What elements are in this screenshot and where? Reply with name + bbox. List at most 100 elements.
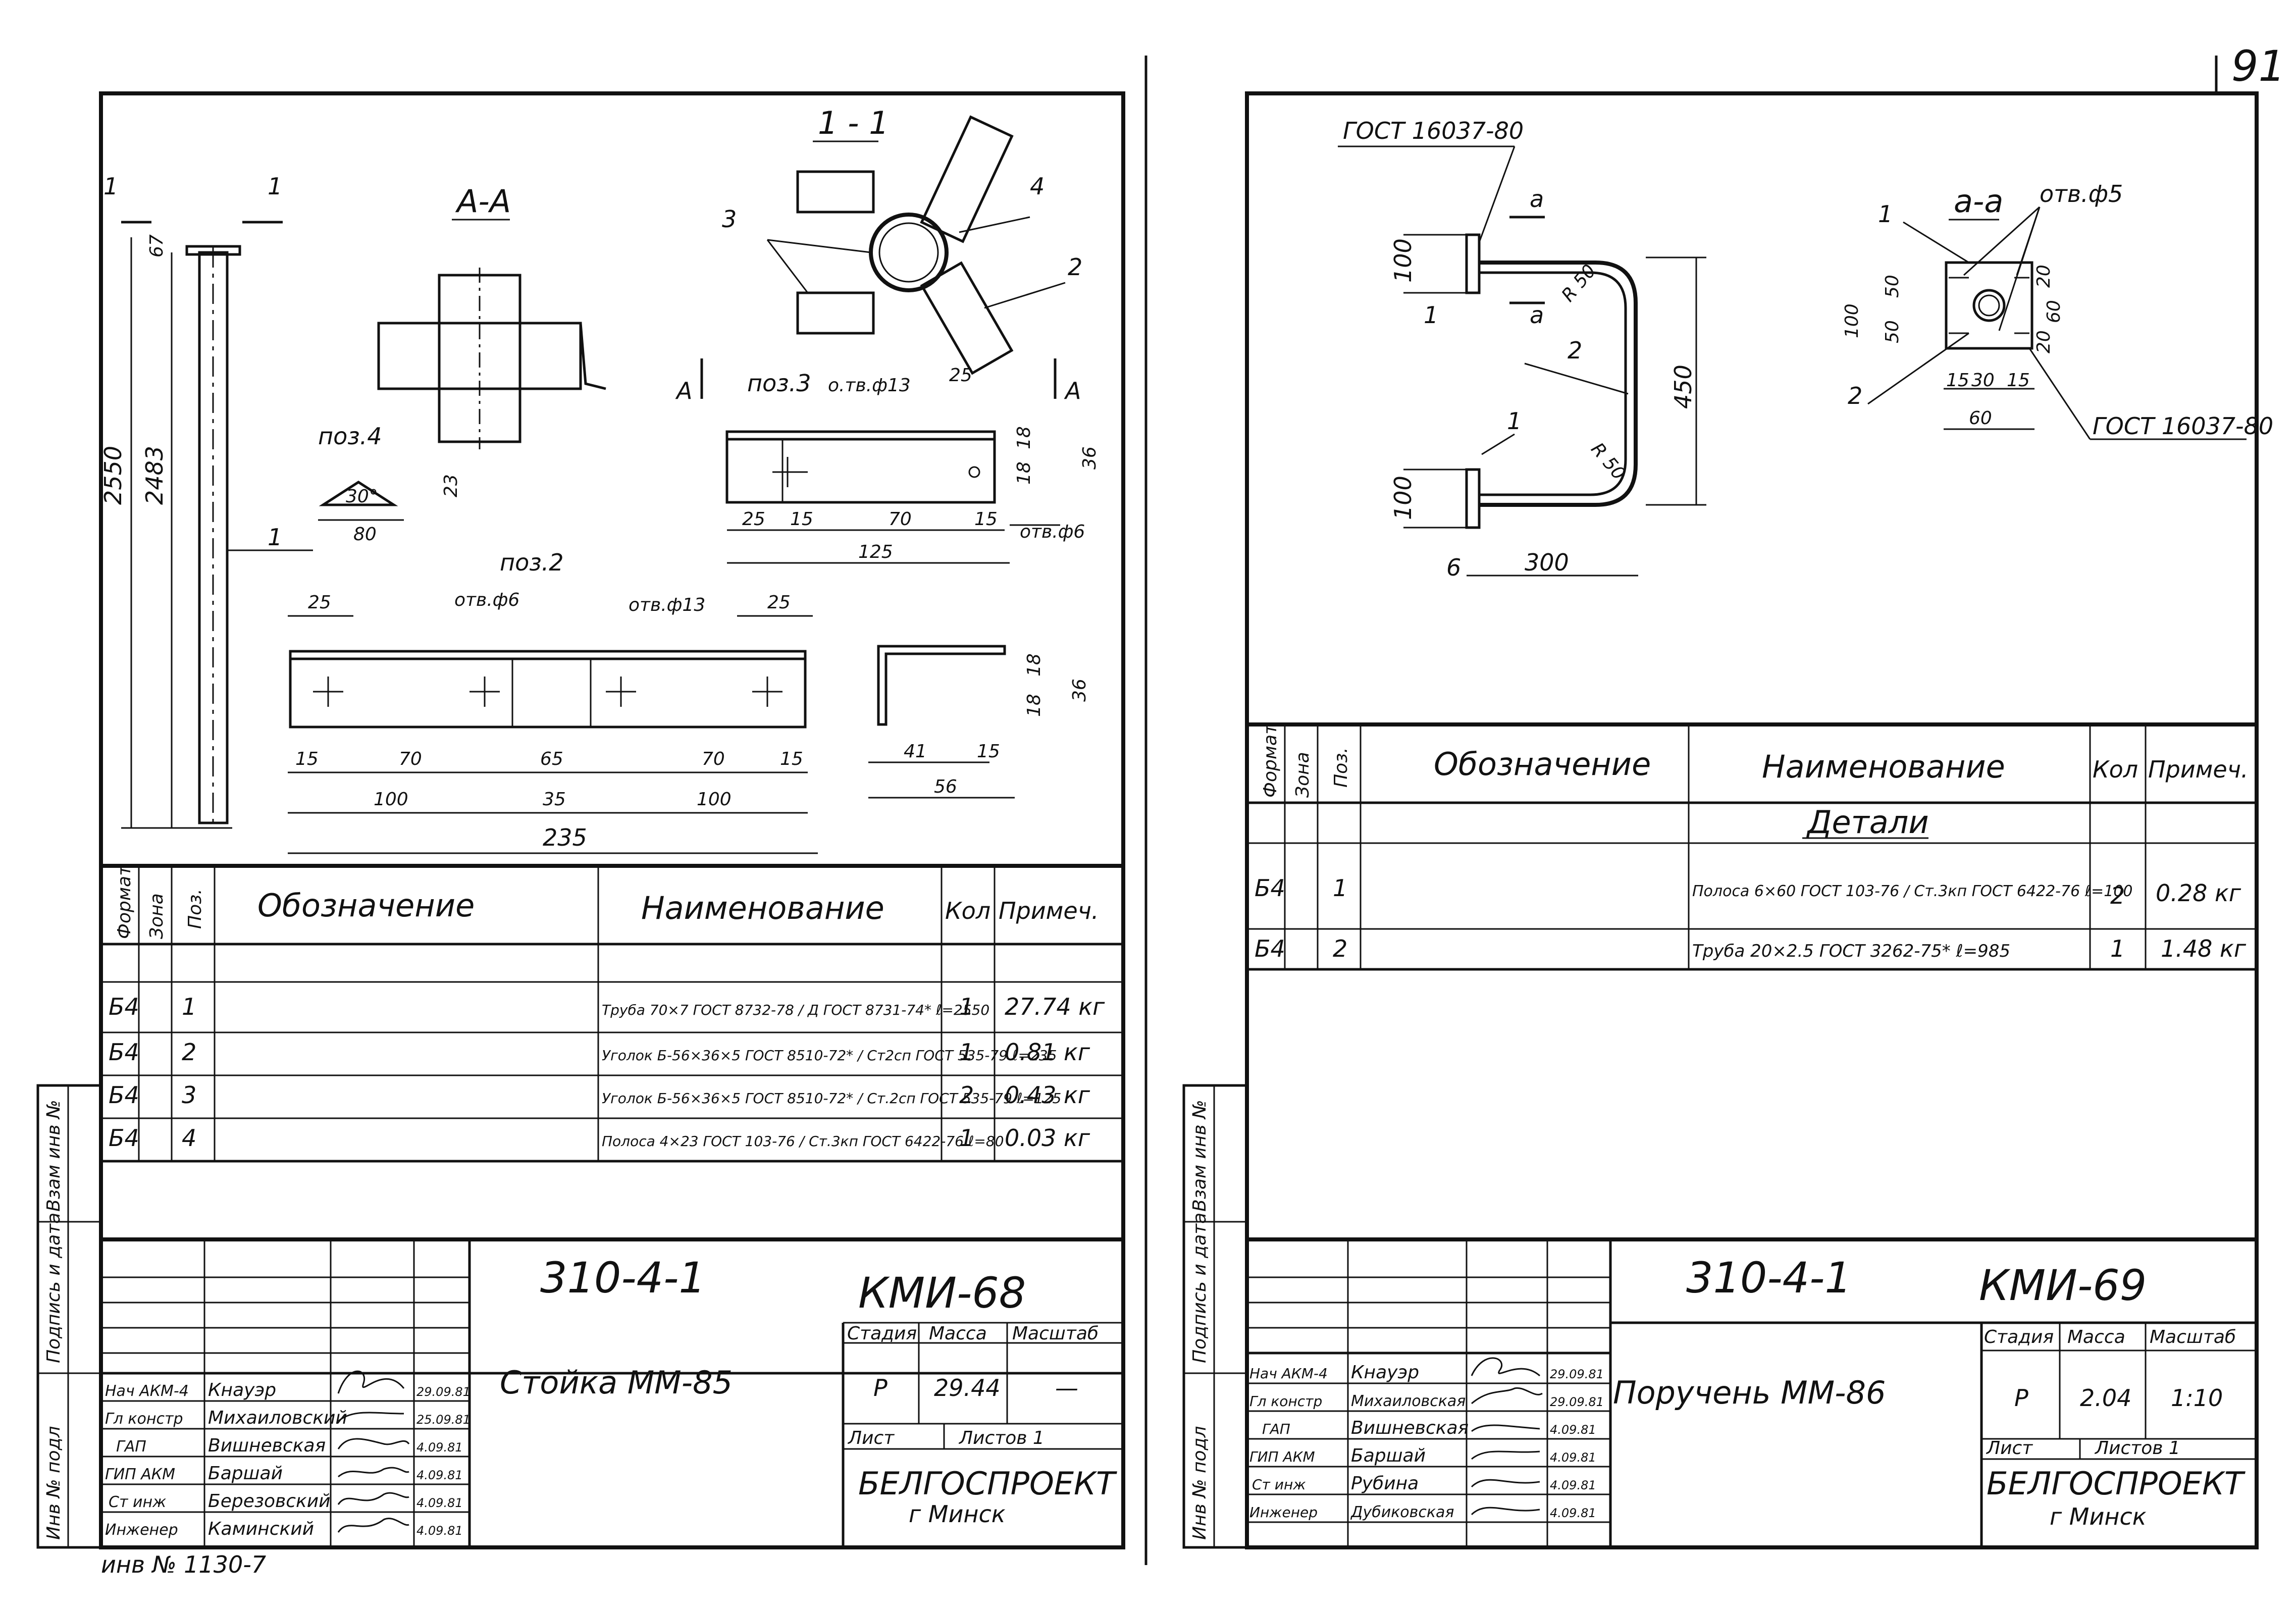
section-11-plate-upper <box>920 115 1014 243</box>
right-hdr-designation: Обозначение <box>1434 746 1651 783</box>
left-signatures: Нач АКМ-4 Кнауэр 29.09.81 Гл констр Миха… <box>105 1370 471 1539</box>
right-doc-number: 310-4-1 <box>1686 1253 1852 1303</box>
rd-detail-pos1: 1 <box>1878 200 1893 228</box>
left-title-block: 310-4-1 КМИ-68 Стойка ММ-85 Стадия Масса… <box>101 1237 1123 1547</box>
rd-plate-detail <box>1945 261 2033 350</box>
signature-mark <box>1471 1387 1543 1405</box>
sheet-right: Инв № подл Подпись и дата Взам инв № ГОС… <box>1182 91 2273 1549</box>
left-sheet-code: КМИ-68 <box>858 1268 1026 1318</box>
p3-dim-15b: 15 <box>974 509 998 530</box>
right-title: Поручень ММ-86 <box>1613 1374 1886 1411</box>
rd-dim-450: 450 <box>1669 365 1697 409</box>
rd-dim-1: 1 <box>1424 301 1438 329</box>
right-stage-label: Стадия <box>1984 1327 2054 1347</box>
rd-dim-300: 300 <box>1525 549 1569 576</box>
rd-r50-top: R 50 <box>1557 261 1600 305</box>
svg-text:Михаиловский: Михаиловский <box>208 1408 347 1428</box>
sheet-left: Инв № подл Подпись и дата Взам инв № 1 1… <box>36 91 1125 1578</box>
rd-dim-6: 6 <box>1446 554 1461 581</box>
left-hdr-qty: Кол <box>945 897 990 924</box>
right-stage: Р <box>2014 1384 2028 1412</box>
left-sheets-label: Листов 1 <box>958 1428 1045 1448</box>
right-hdr-format: Формат <box>1260 723 1281 798</box>
svg-text:Полоса 4×23 ГОСТ 103-76 / Ст.3: Полоса 4×23 ГОСТ 103-76 / Ст.3кп ГОСТ 64… <box>602 1133 1004 1150</box>
right-sheets-label: Листов 1 <box>2094 1438 2180 1459</box>
section-11-angle-bot <box>796 291 875 335</box>
angle-profile <box>877 645 1006 726</box>
p2-dim-15b: 15 <box>780 749 803 769</box>
svg-text:Вишневская: Вишневская <box>208 1435 326 1456</box>
side-label-replace: Взам инв № <box>43 1100 64 1212</box>
svg-text:Б4: Б4 <box>109 1038 139 1066</box>
right-hdr-zone: Зона <box>1292 752 1313 798</box>
svg-text:29.09.81: 29.09.81 <box>416 1385 471 1399</box>
pos3-angle <box>725 430 996 504</box>
dim-30deg: 30° <box>346 486 378 507</box>
svg-text:4.09.81: 4.09.81 <box>416 1524 463 1538</box>
svg-text:1: 1 <box>959 1038 974 1066</box>
svg-text:4.09.81: 4.09.81 <box>1550 1506 1596 1520</box>
svg-text:Инженер: Инженер <box>105 1521 178 1539</box>
svg-text:Михаиловская: Михаиловская <box>1351 1392 1466 1410</box>
right-hdr-name: Наименование <box>1762 748 2005 785</box>
side-label-inv-right: Инв № подл <box>1189 1426 1210 1540</box>
pos4-leader: 4 <box>1030 173 1045 200</box>
left-title: Стойка ММ-85 <box>500 1364 733 1401</box>
svg-text:Березовский: Березовский <box>208 1491 331 1512</box>
right-hdr-note: Примеч. <box>2148 756 2249 783</box>
signature-mark <box>337 1492 409 1505</box>
rd-dd-20b: 20 <box>2033 330 2054 353</box>
p3-dim-18b: 18 <box>1014 461 1034 485</box>
ang-dim-18a: 18 <box>1024 653 1045 677</box>
left-stage: Р <box>873 1374 888 1401</box>
signature-mark <box>338 1412 404 1422</box>
svg-text:ГАП: ГАП <box>1262 1421 1290 1437</box>
left-hdr-designation: Обозначение <box>257 887 475 924</box>
right-signatures: Нач АКМ-4 Кнауэр 29.09.81 Гл констр Миха… <box>1249 1357 1604 1521</box>
right-sheet-label: Лист <box>1986 1438 2033 1459</box>
left-hdr-format: Формат <box>114 865 135 939</box>
p2-dim-15a: 15 <box>295 749 319 769</box>
rd-dd-100: 100 <box>1842 303 1862 338</box>
svg-text:1: 1 <box>959 1124 974 1152</box>
dim-23: 23 <box>441 474 461 497</box>
section-11-angle-top <box>796 170 875 214</box>
svg-text:Б4: Б4 <box>109 1124 139 1152</box>
p2-dim-100b: 100 <box>697 789 732 810</box>
handrail-plate-top <box>1465 233 1481 294</box>
right-mass: 2.04 <box>2080 1384 2131 1412</box>
dim-80: 80 <box>353 524 377 545</box>
rd-otv5: отв.ф5 <box>2040 180 2123 207</box>
ang-dim-18b: 18 <box>1024 694 1045 717</box>
p2-dim-35: 35 <box>543 789 566 810</box>
ang-dim-15: 15 <box>977 741 1000 762</box>
svg-text:Труба 20×2.5 ГОСТ 3262-75* ℓ=9: Труба 20×2.5 ГОСТ 3262-75* ℓ=985 <box>1692 941 2010 961</box>
left-spec-row: Б4 1 Труба 70×7 ГОСТ 8732-78 / Д ГОСТ 87… <box>109 993 1105 1020</box>
rd-dd-50a: 50 <box>1882 275 1903 298</box>
p2-dim-25b: 25 <box>767 592 791 613</box>
svg-text:0.03 кг: 0.03 кг <box>1005 1124 1090 1152</box>
signature-mark <box>337 1370 405 1394</box>
left-sheet-label: Лист <box>847 1428 895 1448</box>
signature-mark <box>338 1467 409 1478</box>
section-11-label: 1 - 1 <box>818 105 889 141</box>
signature-mark <box>337 1438 410 1449</box>
pos2-leader: 2 <box>1068 253 1082 281</box>
svg-text:Каминский: Каминский <box>208 1519 314 1539</box>
svg-text:2: 2 <box>1333 935 1347 962</box>
svg-text:27.74 кг: 27.74 кг <box>1005 993 1105 1020</box>
dim-67: 67 <box>146 234 167 257</box>
marker-1-left: 1 <box>103 173 118 200</box>
left-city: г Минск <box>909 1500 1006 1528</box>
marker-1-right: 1 <box>268 173 282 200</box>
signature-mark <box>1471 1424 1540 1432</box>
poz2-label: поз.2 <box>500 549 564 576</box>
svg-text:Нач АКМ-4: Нач АКМ-4 <box>1249 1365 1328 1382</box>
svg-text:Труба 70×7 ГОСТ 8732-78 / Д ГО: Труба 70×7 ГОСТ 8732-78 / Д ГОСТ 8731-74… <box>602 1002 989 1018</box>
dim-2483: 2483 <box>141 446 168 505</box>
svg-text:2: 2 <box>2110 882 2125 909</box>
svg-text:25.09.81: 25.09.81 <box>416 1413 471 1427</box>
marker-A-right: А <box>1064 377 1081 404</box>
svg-text:Б4: Б4 <box>1255 874 1285 902</box>
